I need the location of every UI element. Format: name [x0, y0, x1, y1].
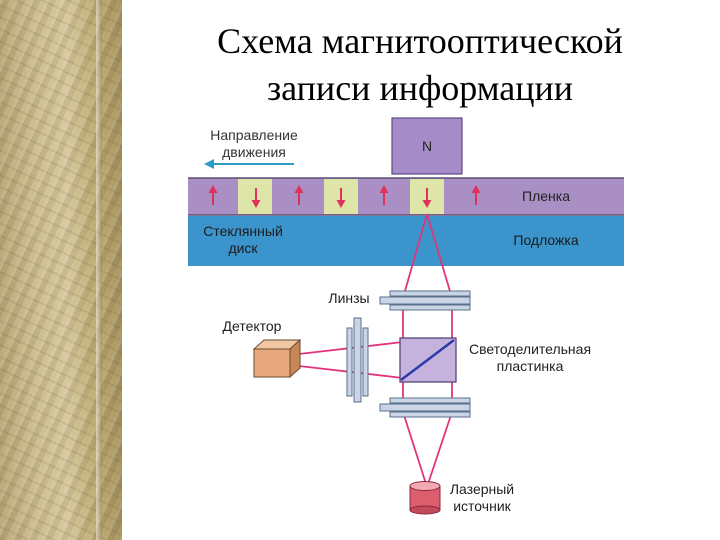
magnet-block: [391, 117, 463, 175]
magnetization-arrow-down-icon: [251, 188, 261, 208]
top-lens: [379, 290, 471, 311]
direction-arrow-icon: [204, 159, 294, 169]
magnetization-arrow-up-icon: [208, 185, 218, 205]
magnetization-arrow-down-icon: [422, 188, 432, 208]
beam-splitter-label-line-1: Светоделительная: [469, 341, 591, 357]
glass-disk-label-line-2: диск: [228, 240, 258, 256]
lenses-label: Линзы: [328, 290, 369, 306]
detector-cube: [252, 338, 302, 379]
title-line-1: Схема магнитооптической: [217, 21, 623, 61]
bottom-lens: [379, 397, 471, 418]
magnet-label: N: [422, 138, 432, 154]
laser-label-line-1: Лазерный: [450, 481, 514, 497]
magnetization-arrow-up-icon: [471, 185, 481, 205]
title-line-2: записи информации: [266, 68, 574, 108]
direction-label-line-1: Направление: [210, 127, 298, 143]
magnetization-arrow-up-icon: [294, 185, 304, 205]
magnetization-arrow-up-icon: [379, 185, 389, 205]
slide-title: Схема магнитооптической записи информаци…: [140, 18, 700, 112]
magnetization-arrow-down-icon: [336, 188, 346, 208]
decorative-border-edge: [96, 0, 102, 540]
laser-label-line-2: источник: [453, 498, 511, 514]
film-label: Пленка: [522, 188, 570, 204]
beam-splitter-label-line-2: пластинка: [497, 358, 564, 374]
glass-disk-label-line-1: Стеклянный: [203, 223, 283, 239]
beam-splitter-plate: [400, 339, 455, 381]
side-lens: [346, 317, 369, 403]
laser-source: [409, 481, 441, 515]
direction-label-line-2: движения: [222, 144, 286, 160]
substrate-layer: [188, 216, 624, 266]
detector-label: Детектор: [223, 318, 282, 334]
substrate-label: Подложка: [513, 232, 578, 248]
